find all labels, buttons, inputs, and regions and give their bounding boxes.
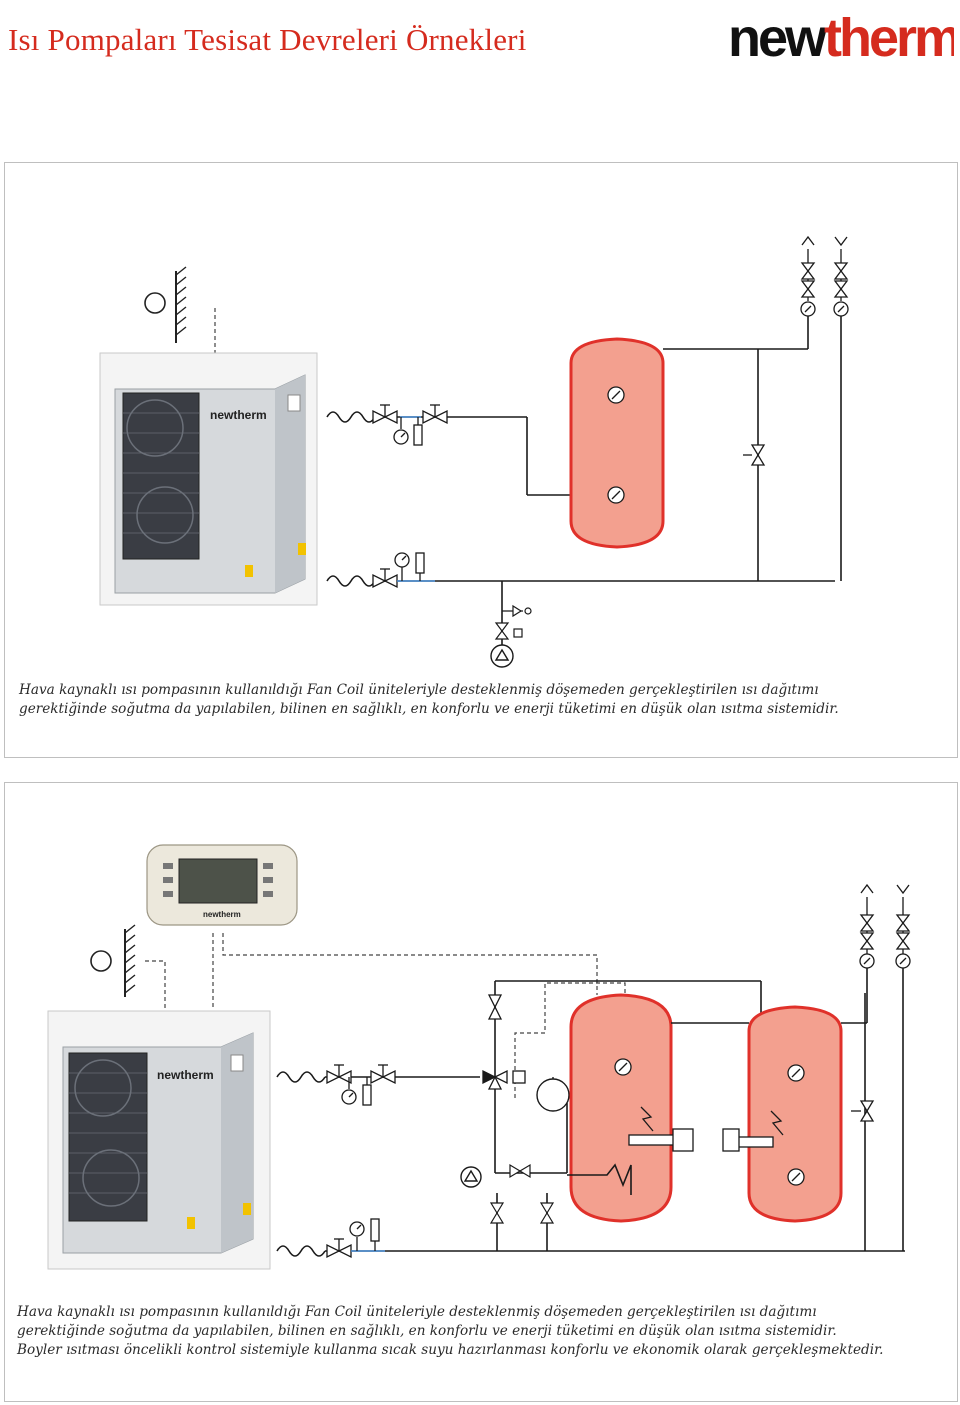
caption-line: Hava kaynaklı ısı pompasının kullanıldığ… [17,1304,817,1320]
return-line [326,575,835,655]
outlet-valve-group-left [800,235,816,317]
controller-brand-label: newtherm [203,910,241,919]
storage-tank-1 [567,993,694,1223]
check-valve-icon [743,444,766,466]
logo-therm: therm [824,8,954,62]
thermometer-icon [413,417,423,446]
expansion-vessel-icon [536,1077,570,1112]
thermometer-icon [415,552,425,581]
check-valve-icon [422,404,448,425]
brand-logo: newtherm [728,8,954,62]
electric-heater-icon [628,1106,694,1152]
supply-line [326,411,573,496]
thermometer-icon [607,486,625,504]
installation-diagram-2: newtherm [47,844,911,1270]
check-valve-icon [370,1064,396,1085]
logo-wordmark: newtherm [728,8,954,62]
heat-pump-unit: newtherm [99,352,318,606]
caption-line: gerektiğinde soğutma da yapılabilen, bil… [17,1323,837,1339]
thermometer-icon [607,386,625,404]
three-way-valve-icon [482,1069,526,1090]
flexible-hose-icon [326,575,376,587]
storage-tank [569,337,665,549]
flexible-hose-icon [276,1245,326,1257]
caption-line: gerektiğinde soğutma da yapılabilen, bil… [19,701,839,717]
diagram-panel-2: newtherm [4,782,958,1402]
thermometer-icon [614,1058,632,1076]
pressure-gauge-icon [393,417,409,445]
thermometer-icon [787,1064,805,1186]
page-title: Isı Pompaları Tesisat Devreleri Örnekler… [8,22,527,57]
gate-valve-icon [326,1064,352,1085]
controller-panel-icon: newtherm [146,844,298,926]
outlet-valve-group-right [833,236,849,317]
flexible-hose-icon [326,411,376,423]
unit-brand-label: newtherm [157,1068,214,1082]
installation-diagram-1: newtherm [99,235,849,668]
pump-icon [460,1166,482,1188]
air-vent-icon [502,604,532,618]
gate-valve-icon [326,1238,352,1259]
gate-valve-icon [372,568,398,589]
pressure-gauge-icon [349,1221,365,1251]
pressure-gauge-icon [341,1077,357,1105]
thermometer-icon [362,1077,372,1106]
electric-heater-icon [722,1110,784,1152]
flexible-hose-icon [276,1071,326,1083]
unit-brand-label: newtherm [210,408,267,422]
storage-tank-2 [722,1005,843,1223]
check-valve-icon [489,1163,555,1224]
outdoor-sensor-icon [90,924,136,997]
outdoor-sensor-icon [144,266,187,343]
gate-valve-icon [372,404,398,425]
check-valve-icon [851,1100,875,1122]
check-valve-icon [494,622,523,640]
pump-icon [490,644,514,668]
heating-coil [567,1163,632,1195]
logo-new: new [728,8,828,62]
caption-line: Boyler ısıtması öncelikli kontrol sistem… [17,1342,884,1358]
diagram-1-caption: Hava kaynaklı ısı pompasının kullanıldığ… [19,681,949,719]
supply-line [276,980,762,1174]
outlet-valve-group-left [859,883,875,969]
heat-pump-unit: newtherm [47,1010,271,1270]
diagram-panel-1: newtherm [4,162,958,758]
outlet-valve-group-right [895,884,911,969]
thermometer-icon [370,1218,380,1251]
caption-line: Hava kaynaklı ısı pompasının kullanıldığ… [19,682,819,698]
gate-valve-icon [487,994,503,1020]
diagram-2-caption: Hava kaynaklı ısı pompasının kullanıldığ… [17,1303,952,1360]
pressure-gauge-icon [394,552,410,581]
